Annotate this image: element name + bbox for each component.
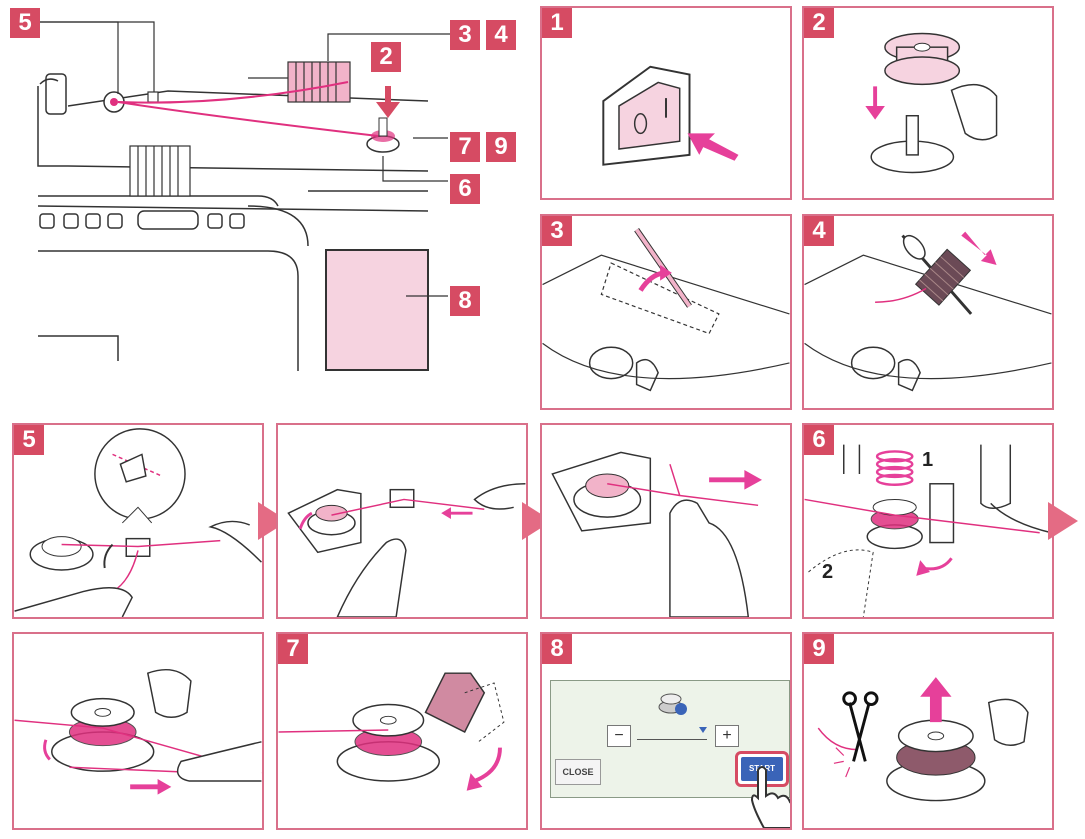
bobbin-winder-push-illustration	[804, 444, 1052, 617]
step-number-7: 7	[278, 634, 308, 664]
step-panel-9: 9	[802, 632, 1054, 830]
spool-placement-illustration	[804, 231, 1052, 392]
callout-8: 8	[450, 286, 480, 316]
bobbin-place-illustration	[865, 32, 998, 174]
lcd-screen: − + CLOSE START	[550, 680, 790, 798]
step-panel-5a: 5	[12, 423, 264, 619]
step-panel-4: 4	[802, 214, 1054, 410]
increase-speed-button[interactable]: +	[715, 725, 739, 747]
pull-thread-illustration	[551, 451, 762, 617]
step-number-9: 9	[804, 634, 834, 664]
callout-5: 5	[10, 8, 40, 38]
power-switch-illustration	[602, 65, 739, 166]
overview-diagram: 5 3 4 2 7 9 6 8	[8, 6, 528, 376]
step-panel-1: 1	[540, 6, 792, 200]
step-panel-7: 7	[276, 632, 528, 830]
step-number-5: 5	[14, 425, 44, 455]
step-number-3: 3	[542, 216, 572, 246]
callout-4: 4	[486, 20, 516, 50]
decrease-speed-button[interactable]: −	[607, 725, 631, 747]
pointing-hand-icon	[750, 766, 790, 828]
thread-guide-illustration	[14, 428, 262, 617]
machine-overview-illustration	[37, 21, 450, 371]
callout-9: 9	[486, 132, 516, 162]
step-panel-8: 8 − + CLOSE START	[540, 632, 792, 830]
bobbin-thread-wrap-illustration	[287, 483, 526, 617]
hold-thread-illustration	[14, 668, 262, 795]
step-panel-6b	[12, 632, 264, 830]
close-button[interactable]: CLOSE	[555, 759, 601, 785]
step-panel-3: 3	[540, 214, 792, 410]
sub-step-2-label: 2	[822, 561, 834, 583]
step-number-6: 6	[804, 425, 834, 455]
callout-6: 6	[450, 174, 480, 204]
next-arrow-3	[1048, 502, 1078, 540]
step-panel-5b	[276, 423, 528, 619]
speed-slider[interactable]	[637, 739, 707, 740]
cut-and-remove-illustration	[817, 677, 1029, 802]
speed-indicator	[699, 727, 707, 733]
callout-3: 3	[450, 20, 480, 50]
step-panel-6: 6 1 2	[802, 423, 1054, 619]
step-number-1: 1	[542, 8, 572, 38]
step-number-8: 8	[542, 634, 572, 664]
step-panel-5c	[540, 423, 792, 619]
step-panel-2: 2	[802, 6, 1054, 200]
bobbin-winding-icon	[658, 693, 687, 715]
step-number-4: 4	[804, 216, 834, 246]
spool-pin-raise-illustration	[542, 228, 790, 392]
callout-7: 7	[450, 132, 480, 162]
step-number-2: 2	[804, 8, 834, 38]
sub-step-1-label: 1	[922, 449, 934, 471]
bobbin-winder-engage-illustration	[278, 672, 505, 791]
callout-2: 2	[371, 42, 401, 72]
